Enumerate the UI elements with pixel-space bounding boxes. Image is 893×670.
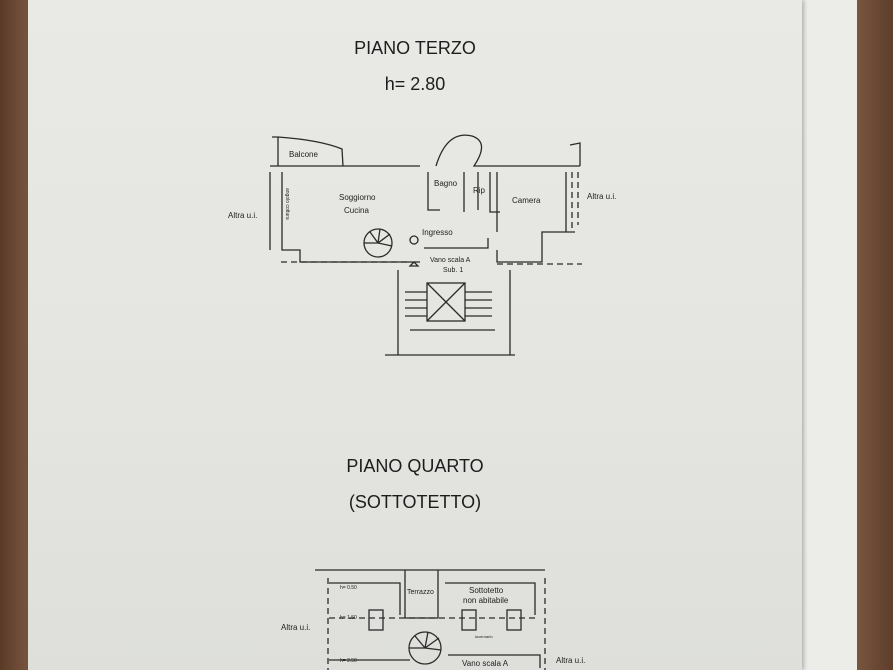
label-angolo: angolo cottura	[284, 188, 290, 220]
floor3-plan	[269, 134, 582, 356]
floor4-labels: h= 0.50 h= 1.50 h= 2.50 Terrazzo Sottote…	[281, 585, 585, 668]
floor4-subtitle: (SOTTOTETTO)	[348, 492, 482, 512]
label-altra-left: Altra u.i.	[281, 623, 310, 632]
label-balcone: Balcone	[289, 150, 318, 159]
label-rip: Rip	[473, 186, 486, 195]
wood-background-right	[855, 0, 893, 670]
floor4-title: PIANO QUARTO	[346, 456, 484, 476]
label-ingresso: Ingresso	[422, 228, 453, 237]
label-terrazzo: Terrazzo	[407, 589, 434, 596]
label-soggiorno: Soggiorno	[339, 193, 376, 202]
label-bagno: Bagno	[434, 179, 458, 188]
floor3-height: h= 2.80	[384, 74, 446, 94]
floor-plan-sheet: PIANO TERZO h= 2.80 PIANO QUARTO (SOTTOT…	[28, 0, 802, 670]
label-lucernario: lucernario	[475, 634, 493, 639]
label-h150: h= 1.50	[340, 615, 357, 621]
label-h050: h= 0.50	[340, 585, 357, 591]
label-altra-left: Altra u.i.	[228, 211, 257, 220]
floor4-plan	[315, 569, 546, 670]
label-h250: h= 2.50	[340, 658, 357, 664]
label-vano: Vano scala A	[462, 659, 509, 668]
floor3-labels: Balcone Soggiorno Cucina angolo cottura …	[228, 150, 616, 274]
label-camera: Camera	[512, 196, 541, 205]
label-altra-right: Altra u.i.	[587, 192, 616, 201]
label-sub: Sub. 1	[443, 267, 463, 274]
floor3-title: PIANO TERZO	[354, 38, 476, 58]
label-non-abitabile: non abitabile	[463, 596, 509, 605]
label-altra-right: Altra u.i.	[556, 656, 585, 665]
label-vano: Vano scala A	[430, 257, 471, 264]
label-cucina: Cucina	[344, 206, 369, 215]
label-sottotetto: Sottotetto	[469, 586, 504, 595]
wood-background-left	[0, 0, 30, 670]
